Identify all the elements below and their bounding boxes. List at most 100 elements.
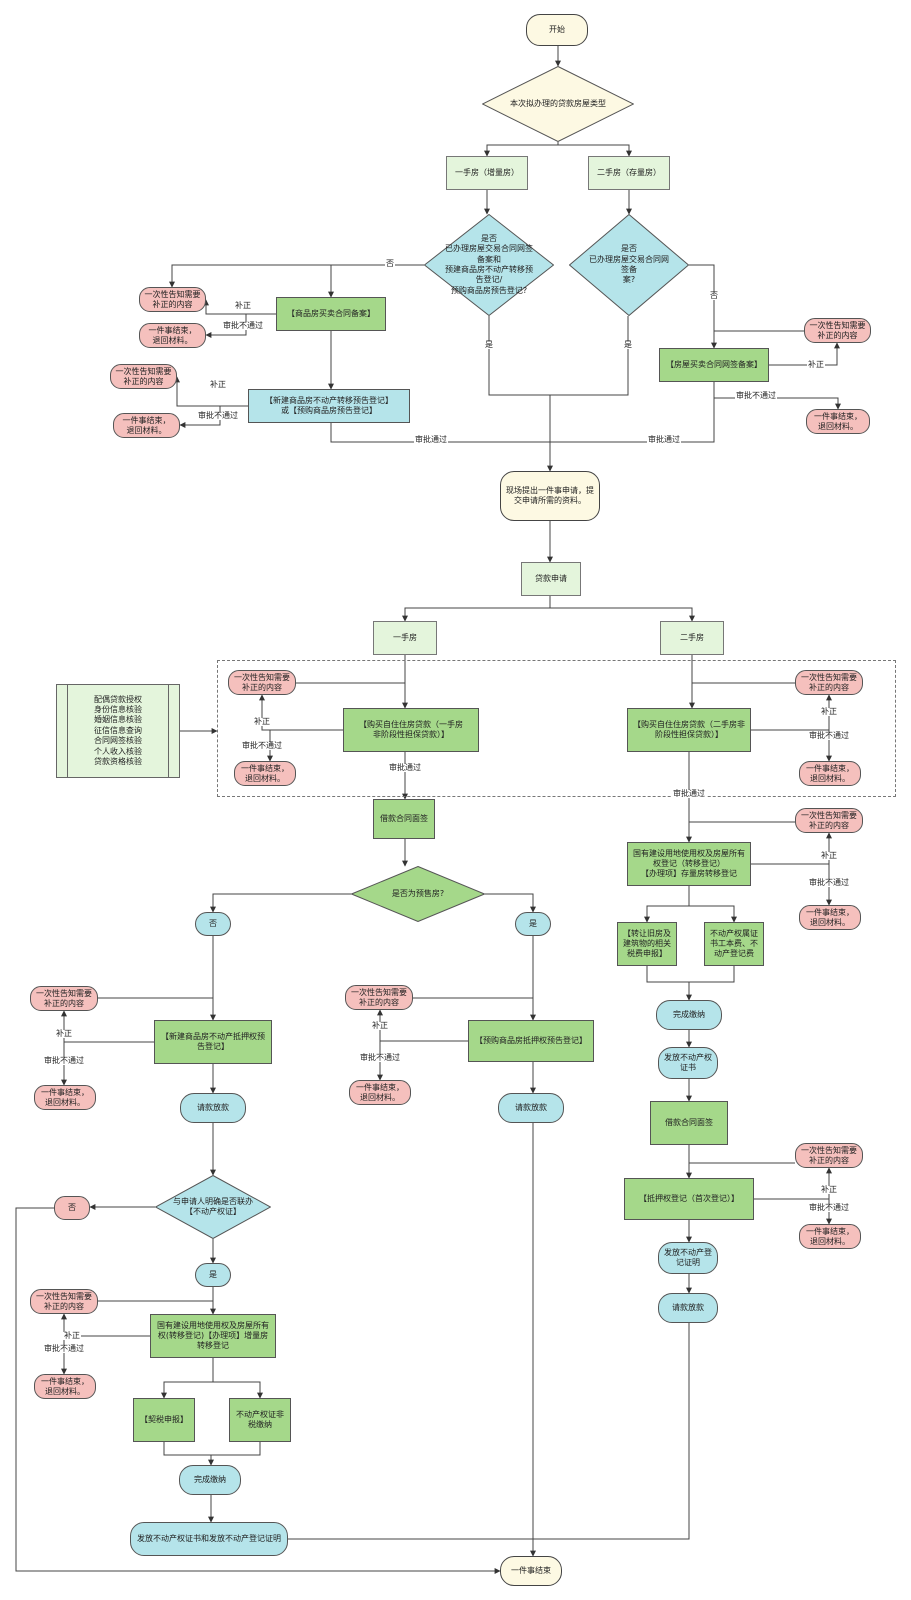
yes-presale-node: 是 <box>515 912 551 936</box>
notify-e: 一次性告知需要 补正的内容 <box>795 670 863 695</box>
decision-presale-label: 是否为预售房? <box>391 888 445 898</box>
connector-22 <box>550 607 695 622</box>
deed-tax-node: 【契税申报】 <box>133 1398 195 1442</box>
connector-35 <box>751 832 832 865</box>
notify-i: 一次性告知需要 补正的内容 <box>795 1143 863 1168</box>
end-node: 一件事结束 <box>500 1556 562 1586</box>
loan-review-group-frame <box>217 660 896 797</box>
notify-h: 一次性告知需要 补正的内容 <box>345 985 413 1010</box>
cert-fee-node: 不动产权证非 税缴纳 <box>229 1398 291 1442</box>
connector-60 <box>163 1442 261 1456</box>
connector-67 <box>646 966 735 983</box>
connector-6 <box>169 264 331 288</box>
return-g: 一件事结束， 退回材料。 <box>34 1085 96 1110</box>
loan-apply-node: 贷款申请 <box>521 562 581 596</box>
edge-label-rejected-23: 审批不通过 <box>359 1053 401 1062</box>
return-f: 一件事结束， 退回材料。 <box>799 905 861 930</box>
edge-label-no-9: 否 <box>709 291 719 300</box>
pay-done-new-node: 完成缴纳 <box>179 1465 241 1495</box>
fee-second-node: 不动产权属证 书工本费、不 动产登记费 <box>704 922 764 966</box>
edge-label-approved-14: 审批通过 <box>388 763 422 772</box>
mortgage-presale-node: 【预购商品房抵押权预告登记】 <box>468 1020 594 1062</box>
issue-cert-node: 发放不动产权 证书 <box>658 1047 718 1079</box>
edge-label-supplement-20: 补正 <box>55 1029 73 1038</box>
edge-label-yes-3: 是 <box>484 340 494 349</box>
connector-39 <box>485 893 536 913</box>
edge-label-approved-17: 审批通过 <box>672 789 706 798</box>
request-loan-new-node: 请款放款 <box>180 1093 246 1123</box>
start-node: 开始 <box>526 14 588 46</box>
edge-label-rejected-25: 审批不通过 <box>808 1203 850 1212</box>
connector-21 <box>402 596 551 622</box>
loan-sign-second-node: 借款合同面签 <box>650 1101 728 1145</box>
onsite-apply-node: 现场提出一件事申请，提 交申请所需的资料。 <box>500 471 600 521</box>
issue-proof-node: 发放不动产登 记证明 <box>658 1242 718 1274</box>
edge-label-supplement-1: 补正 <box>234 301 252 310</box>
connector-2 <box>558 144 632 157</box>
connector-42 <box>61 1010 154 1043</box>
connector-58 <box>161 1358 214 1399</box>
return-e: 一件事结束， 退回材料。 <box>799 761 861 786</box>
connector-10 <box>174 376 248 407</box>
buy-loan-new-node: 【购买自住住房贷款（一手房 非阶段性担保贷款）】 <box>343 708 479 752</box>
connector-15 <box>689 264 717 349</box>
notify-a: 一次性告知需要 补正的内容 <box>139 287 206 312</box>
edge-label-supplement-10: 补正 <box>807 360 825 369</box>
decision-joint-cert: 与申请人明确是否联办 【不动产权证】 <box>155 1175 271 1239</box>
no-presale-node: 否 <box>195 912 231 936</box>
edge-label-no-0: 否 <box>385 259 395 268</box>
edge-label-yes-4: 是 <box>623 340 633 349</box>
connector-25 <box>259 694 343 731</box>
decision-joint-cert-label: 与申请人明确是否联办 【不动产权证】 <box>173 1196 253 1216</box>
second-house-node: 二手房（存量房） <box>588 156 670 190</box>
connector-47 <box>377 1009 468 1042</box>
new-house-node: 一手房（增量房） <box>446 156 528 190</box>
decision-new-filed: 是否 已办理房屋交易合同网签备案和 预建商品房不动产转移预告登记/ 预购商品房预… <box>424 214 554 316</box>
notify-b: 一次性告知需要 补正的内容 <box>110 364 177 389</box>
request-loan-presale-node: 请款放款 <box>498 1093 564 1123</box>
connector-63 <box>288 1323 690 1540</box>
decision-presale: 是否为预售房? <box>351 866 485 922</box>
decision-second-filed: 是否 已办理房屋交易合同网签备 案? <box>569 214 689 316</box>
connector-12 <box>330 423 550 443</box>
buy-loan-second-node: 【购买自住住房贷款（二手房非 阶段性担保贷款）】 <box>627 708 751 752</box>
return-c: 一件事结束， 退回材料。 <box>806 409 870 434</box>
return-d: 一件事结束， 退回材料。 <box>234 761 296 786</box>
connector-19 <box>550 398 715 443</box>
edge-label-rejected-16: 审批不通过 <box>808 731 850 740</box>
notify-f: 一次性告知需要 补正的内容 <box>795 808 863 833</box>
edge-label-rejected-13: 审批不通过 <box>241 741 283 750</box>
return-j: 一件事结束， 退回材料。 <box>34 1374 96 1399</box>
notify-g: 一次性告知需要 补正的内容 <box>30 986 98 1011</box>
loan-contract-sign-node: 借款合同面签 <box>373 799 435 839</box>
edge-label-approved-8: 审批通过 <box>647 435 681 444</box>
connector-73 <box>754 1167 832 1200</box>
connector-65 <box>644 886 690 923</box>
request-loan-second-node: 请款放款 <box>658 1293 718 1323</box>
transfer-second-node: 国有建设用地使用权及房屋所有 权登记（转移登记） 【办理项】存量房转移登记 <box>627 842 751 886</box>
edge-label-rejected-27: 审批不通过 <box>43 1344 85 1353</box>
loan-new-node: 一手房 <box>373 621 437 655</box>
mortgage-first-node: 【抵押权登记（首次登记）】 <box>624 1178 754 1220</box>
pay-done-second-node: 完成缴纳 <box>656 1000 722 1030</box>
edge-label-supplement-5: 补正 <box>209 380 227 389</box>
connector-5 <box>328 264 424 298</box>
return-h: 一件事结束， 退回材料。 <box>349 1080 411 1105</box>
connector-7 <box>203 299 276 315</box>
edge-label-approved-7: 审批通过 <box>414 435 448 444</box>
notify-c: 一次性告知需要 补正的内容 <box>804 318 871 343</box>
yes-joint-node: 是 <box>195 1263 231 1287</box>
decision-house-type-label: 本次拟办理的贷款房屋类型 <box>510 98 606 108</box>
notify-j: 一次性告知需要 补正的内容 <box>30 1289 98 1314</box>
return-i: 一件事结束， 退回材料。 <box>799 1224 861 1249</box>
edge-label-rejected-21: 审批不通过 <box>43 1056 85 1065</box>
edge-label-rejected-19: 审批不通过 <box>808 878 850 887</box>
return-a: 一件事结束， 退回材料。 <box>139 323 206 348</box>
edge-label-supplement-18: 补正 <box>820 851 838 860</box>
new-prenotice-node: 【新建商品房不动产转移预告登记】 或【预购商品房预告登记】 <box>248 389 410 423</box>
connector-16 <box>769 342 840 366</box>
return-b: 一件事结束， 退回材料。 <box>113 413 180 438</box>
decision-house-type: 本次拟办理的贷款房屋类型 <box>482 66 634 142</box>
notify-d: 一次性告知需要 补正的内容 <box>228 670 296 695</box>
mortgage-new-node: 【新建商品房不动产抵押权预 告登记】 <box>154 1020 272 1064</box>
